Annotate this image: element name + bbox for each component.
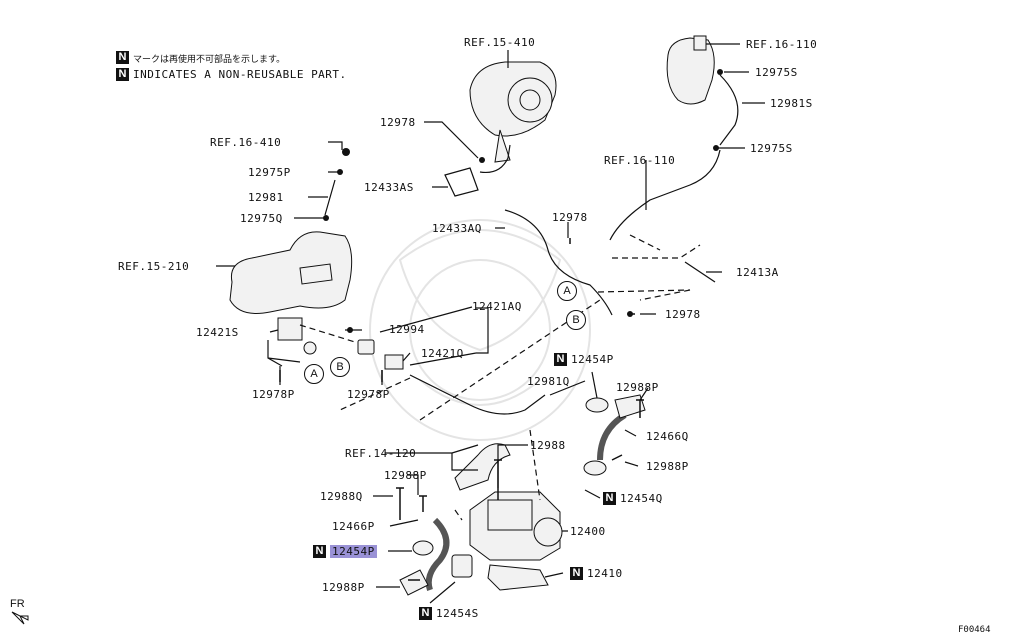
solenoid-12421s: [277, 317, 317, 355]
label-12466q[interactable]: 12466Q: [646, 430, 689, 443]
label-ref-16-110-mid[interactable]: REF.16-110: [604, 154, 676, 167]
label-12988[interactable]: 12988: [530, 439, 566, 452]
label-12421q[interactable]: 12421Q: [421, 347, 464, 360]
legend-japanese: マークは再使用不可部品を示します。: [133, 55, 286, 65]
egr-pipe-12466p: [425, 517, 450, 591]
label-12988p-right1[interactable]: 12988P: [616, 381, 659, 394]
label-ref-14-120[interactable]: REF.14-120: [345, 447, 417, 460]
label-12975q[interactable]: 12975Q: [240, 212, 283, 225]
non-reusable-badge: N: [554, 353, 567, 366]
label-12978p-mid[interactable]: 12978P: [347, 388, 390, 401]
label-ref-16-410[interactable]: REF.16-410: [210, 136, 282, 149]
bolts: [279, 238, 644, 581]
label-12400[interactable]: 12400: [570, 525, 606, 538]
label-12454q[interactable]: 12454Q: [620, 492, 663, 505]
label-12421s[interactable]: 12421S: [196, 326, 239, 339]
label-12988q[interactable]: 12988Q: [320, 490, 363, 503]
non-reusable-badge: N: [570, 567, 583, 580]
plate-12994: [357, 339, 375, 355]
non-reusable-badge: N: [313, 545, 326, 558]
clamps: [323, 69, 723, 333]
turbocharger: [469, 61, 557, 163]
label-12466p[interactable]: 12466P: [332, 520, 375, 533]
gasket-12454p-right: [585, 397, 609, 413]
front-direction-label: FR: [10, 598, 25, 610]
label-12975s-top[interactable]: 12975S: [755, 66, 798, 79]
vacuum-pump: [666, 35, 715, 105]
callout-a-left: A: [304, 364, 324, 384]
connector-12421q: [384, 354, 404, 370]
hose-12433aq: [504, 209, 613, 316]
pipe-ref-16-110: [609, 149, 721, 241]
front-arrow-icon: [11, 611, 29, 625]
non-reusable-badge: N: [603, 492, 616, 505]
label-12978-mid[interactable]: 12978: [552, 211, 588, 224]
hose-12433as: [479, 144, 511, 174]
label-12981s[interactable]: 12981S: [770, 97, 813, 110]
bracket-12433as: [444, 167, 479, 197]
watermark-emblem: [369, 219, 591, 441]
label-12433as[interactable]: 12433AS: [364, 181, 414, 194]
dashed-guides: [299, 234, 701, 521]
hose-12981q: [409, 374, 546, 415]
label-12978p-left[interactable]: 12978P: [252, 388, 295, 401]
hose-12413a: [684, 261, 716, 283]
label-12454p-left-highlighted[interactable]: 12454P: [330, 545, 377, 558]
callout-b-left: B: [330, 357, 350, 377]
label-12410[interactable]: 12410: [587, 567, 623, 580]
label-12978-right[interactable]: 12978: [665, 308, 701, 321]
label-12454s[interactable]: 12454S: [436, 607, 479, 620]
label-12981q[interactable]: 12981Q: [527, 375, 570, 388]
gasket-12454s: [451, 554, 473, 578]
egr-valve: [469, 491, 563, 561]
label-12421aq[interactable]: 12421AQ: [472, 300, 522, 313]
label-12978-top[interactable]: 12978: [380, 116, 416, 129]
callout-b-right: B: [566, 310, 586, 330]
label-12413a[interactable]: 12413A: [736, 266, 779, 279]
label-12433aq[interactable]: 12433AQ: [432, 222, 482, 235]
label-ref-15-410[interactable]: REF.15-410: [464, 36, 536, 49]
label-12981[interactable]: 12981: [248, 191, 284, 204]
non-reusable-badge: N: [116, 51, 129, 64]
leader-lines: [216, 43, 765, 604]
non-reusable-badge: N: [116, 68, 129, 81]
gasket-12454q: [583, 460, 607, 476]
label-12988p-left2[interactable]: 12988P: [322, 581, 365, 594]
figure-code: F00464: [958, 625, 991, 635]
label-12994[interactable]: 12994: [389, 323, 425, 336]
callout-a-right: A: [557, 281, 577, 301]
label-12454p-right[interactable]: 12454P: [571, 353, 614, 366]
label-12975p[interactable]: 12975P: [248, 166, 291, 179]
hose-12981: [324, 179, 336, 216]
label-12988p-left1[interactable]: 12988P: [384, 469, 427, 482]
flange-left: [399, 569, 429, 596]
gasket-12454p-left: [412, 540, 434, 556]
label-ref-15-210[interactable]: REF.15-210: [118, 260, 190, 273]
label-12988p-right2[interactable]: 12988P: [646, 460, 689, 473]
exhaust-manifold: [229, 231, 353, 314]
label-12975s-mid[interactable]: 12975S: [750, 142, 793, 155]
egr-pipe-12466q: [597, 412, 627, 461]
legend-english: INDICATES A NON-REUSABLE PART.: [133, 68, 347, 81]
hose-ref-14-120: [454, 443, 511, 491]
egr-bracket: [487, 564, 549, 591]
hose-12981s: [719, 74, 739, 146]
label-ref-16-110-top[interactable]: REF.16-110: [746, 38, 818, 51]
non-reusable-badge: N: [419, 607, 432, 620]
